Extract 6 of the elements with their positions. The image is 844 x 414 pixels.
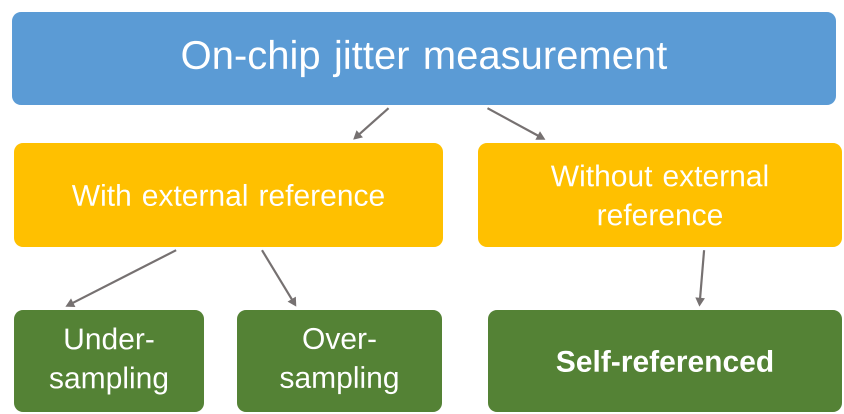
method-box: Over- sampling — [237, 310, 442, 412]
method-box: Under- sampling — [14, 310, 204, 412]
title-box: On-chip jitter measurement — [12, 12, 836, 105]
category-box: With external reference — [14, 143, 443, 247]
method-box: Self-referenced — [488, 310, 842, 412]
category-box: Without external reference — [478, 143, 842, 247]
